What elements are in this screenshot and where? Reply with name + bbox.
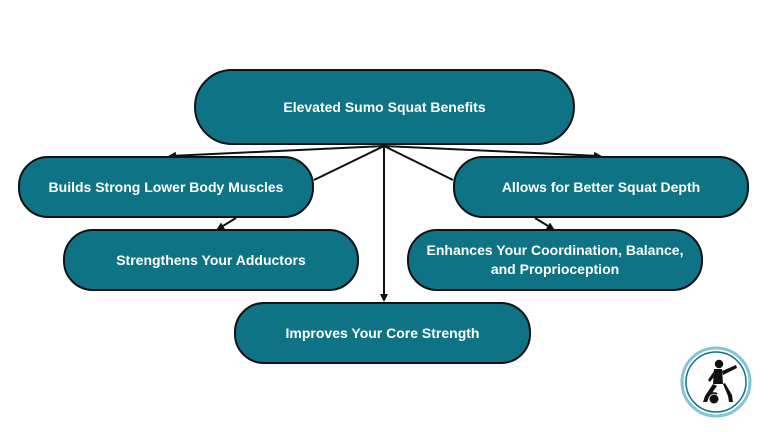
connector-root-to-adductors <box>313 145 385 181</box>
squat-depth-node: Allows for Better Squat Depth <box>453 156 749 218</box>
connector-to-adductors-node <box>216 217 237 231</box>
athlete-kettlebell-icon <box>680 346 752 418</box>
root-node: Elevated Sumo Squat Benefits <box>194 69 575 145</box>
connector-to-coordination-node <box>534 217 555 231</box>
lower-body-node-label: Builds Strong Lower Body Muscles <box>48 178 284 195</box>
adductors-node: Strengthens Your Adductors <box>63 229 359 291</box>
squat-depth-node-label: Allows for Better Squat Depth <box>501 178 701 195</box>
adductors-node-label: Strengthens Your Adductors <box>116 251 306 268</box>
lower-body-node: Builds Strong Lower Body Muscles <box>18 156 314 218</box>
coordination-node-label: Enhances Your Coordination, Balance, and… <box>426 242 684 277</box>
root-node-label: Elevated Sumo Squat Benefits <box>283 98 486 115</box>
core-node-label: Improves Your Core Strength <box>285 324 480 341</box>
connector-root-to-squat-depth <box>383 145 602 160</box>
core-node: Improves Your Core Strength <box>234 302 531 364</box>
connector-root-to-coordination <box>383 145 454 181</box>
connector-root-to-lower-body <box>168 145 385 160</box>
coordination-node: Enhances Your Coordination, Balance, and… <box>407 229 703 291</box>
